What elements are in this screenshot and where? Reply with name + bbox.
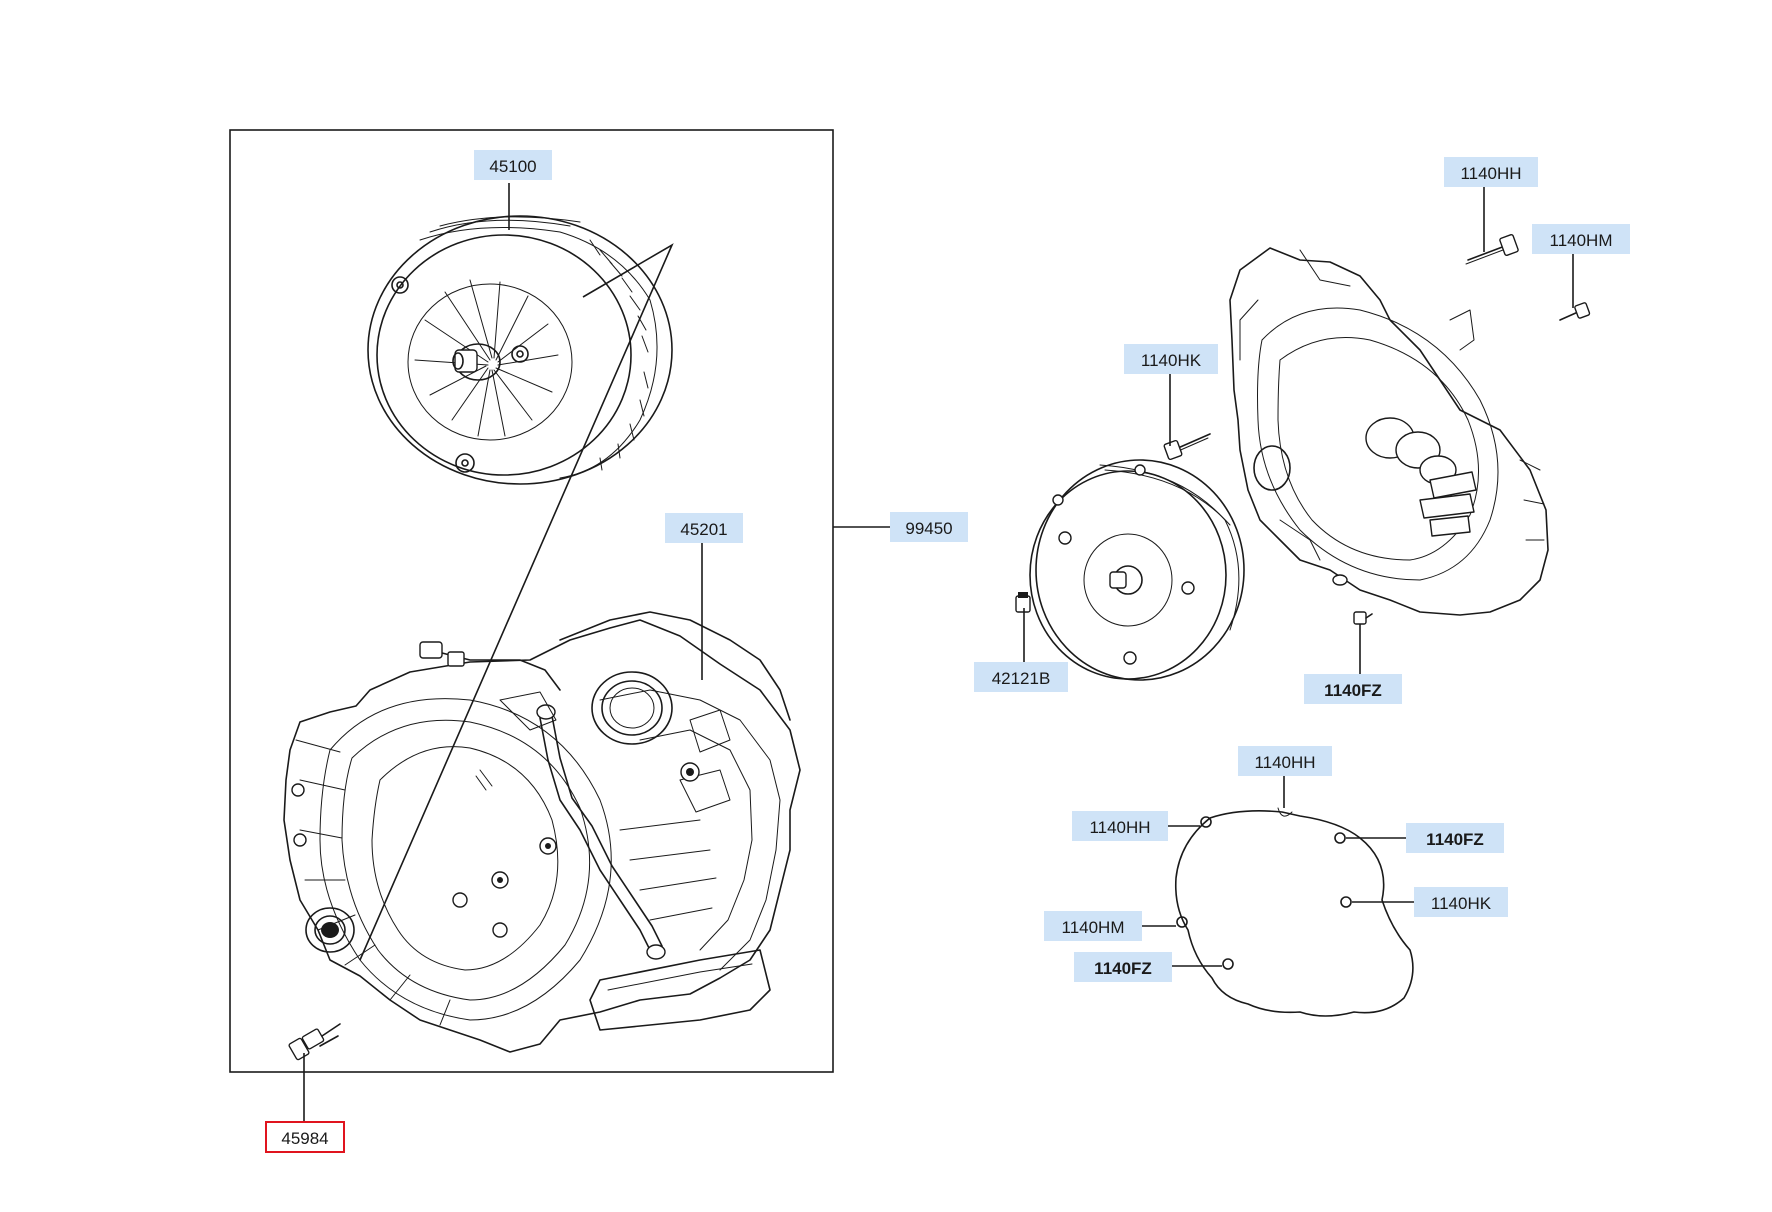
plug-42121b-illustration xyxy=(1015,592,1031,613)
part-label-99450[interactable]: 99450 xyxy=(890,512,968,542)
part-number-text: 45984 xyxy=(281,1129,328,1148)
part-label-45100[interactable]: 45100 xyxy=(474,150,552,180)
part-number-text: 1140FZ xyxy=(1094,959,1152,978)
small-torque-converter-illustration xyxy=(1029,459,1245,681)
torque-converter-illustration xyxy=(367,215,673,485)
bolt-1140fz-illustration xyxy=(1353,611,1373,625)
part-label-1140fz-mid[interactable]: 1140FZ xyxy=(1304,674,1402,704)
part-number-text: 1140HH xyxy=(1089,818,1150,837)
part-label-1140hh-gasket-top[interactable]: 1140HH xyxy=(1238,746,1332,776)
part-label-1140hk-gasket[interactable]: 1140HK xyxy=(1414,887,1508,917)
part-number-text: 42121B xyxy=(992,669,1051,688)
assembly-frame xyxy=(229,129,834,1073)
part-number-text: 45100 xyxy=(489,157,536,176)
bolt-1140hh-illustration xyxy=(1465,234,1519,265)
part-label-1140hk-top[interactable]: 1140HK xyxy=(1124,344,1218,374)
part-number-text: 1140HK xyxy=(1431,894,1492,913)
part-number-text: 1140HK xyxy=(1141,351,1202,370)
gasket-outline-illustration xyxy=(1174,807,1414,1017)
part-label-1140hh-top[interactable]: 1140HH xyxy=(1444,157,1538,187)
part-label-1140hm-gasket[interactable]: 1140HM xyxy=(1044,911,1142,941)
bolt-1140hk-illustration xyxy=(1163,433,1211,461)
part-number-text: 45201 xyxy=(680,520,727,539)
drain-plug-illustration xyxy=(288,1023,341,1061)
part-label-42121b[interactable]: 42121B xyxy=(974,662,1068,692)
part-label-1140fz-gasket-right[interactable]: 1140FZ xyxy=(1406,823,1504,853)
bolt-1140hm-illustration xyxy=(1559,302,1591,321)
part-label-1140hh-gasket-left[interactable]: 1140HH xyxy=(1072,811,1168,841)
part-number-text: 1140FZ xyxy=(1324,681,1382,700)
transaxle-illustration xyxy=(283,611,801,1053)
part-label-45201[interactable]: 45201 xyxy=(665,513,743,543)
part-number-text: 1140HM xyxy=(1062,918,1125,937)
part-label-1140hm-top[interactable]: 1140HM xyxy=(1532,224,1630,254)
part-number-text: 1140HM xyxy=(1550,231,1613,250)
part-label-1140fz-gasket-bottom[interactable]: 1140FZ xyxy=(1074,952,1172,982)
case-illustration xyxy=(1229,247,1549,616)
part-number-text: 1140HH xyxy=(1460,164,1521,183)
part-number-text: 1140FZ xyxy=(1426,830,1484,849)
part-number-text: 99450 xyxy=(905,519,952,538)
part-label-45984[interactable]: 45984 xyxy=(265,1121,345,1153)
part-number-text: 1140HH xyxy=(1254,753,1315,772)
